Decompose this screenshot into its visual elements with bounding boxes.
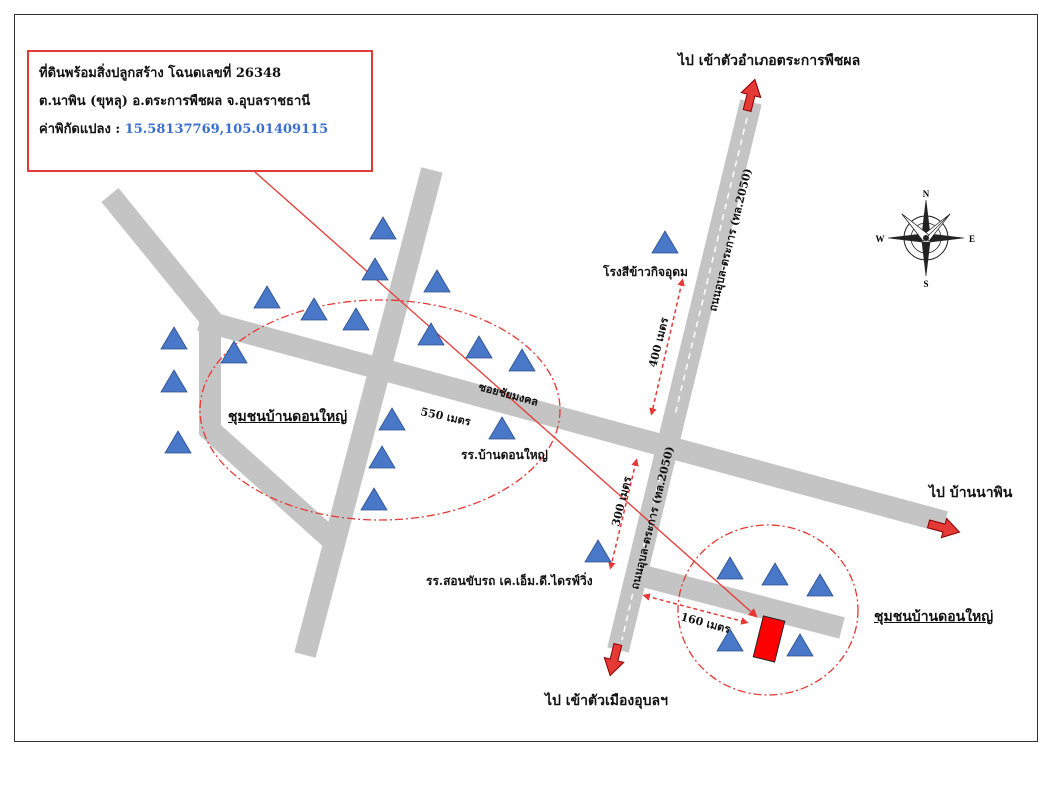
distance-300-line xyxy=(608,458,639,570)
building-icon xyxy=(360,487,388,511)
distance-markers xyxy=(608,278,749,625)
distance-400-line xyxy=(649,278,685,416)
label-community-left: ชุมชนบ้านดอนใหญ่ xyxy=(228,409,348,425)
building-icon xyxy=(368,445,396,469)
building-icon xyxy=(220,340,248,364)
label-to-city: ไป เข้าตัวเมืองอุบลฯ xyxy=(545,693,668,709)
info-coordinates-label: ค่าพิกัดแปลง : xyxy=(39,122,125,137)
info-coordinates: ค่าพิกัดแปลง : 15.58137769,105.01409115 xyxy=(39,118,371,146)
road-village-loop xyxy=(101,188,338,547)
building-icon xyxy=(160,369,188,393)
label-to-napin: ไป บ้านนาพิน xyxy=(929,485,1013,501)
info-location: ต.นาพิน (ขุหลุ) อ.ตระการพืชผล จ.อุบลราชธ… xyxy=(39,94,311,109)
distance-400-label: 400 เมตร xyxy=(646,316,671,369)
community-zone-left xyxy=(199,299,561,521)
map-frame xyxy=(14,14,1038,742)
arrow-east-icon xyxy=(926,517,961,539)
distance-300-label: 300 เมตร xyxy=(609,475,634,528)
label-driving-school: รร.สอนขับรถ เค.เอ็ม.ดี.ไดรฟ์วิ่ง xyxy=(426,574,593,588)
building-icon xyxy=(369,216,397,240)
label-school: รร.บ้านดอนใหญ่ xyxy=(461,448,548,462)
road-soi-chaimongkol xyxy=(197,309,948,533)
building-icon xyxy=(160,326,188,350)
highway-center-lines xyxy=(621,117,748,641)
property-info-box: ที่ดินพร้อมสิ่งปลูกสร้าง โฉนดเลขที่ 2634… xyxy=(27,50,373,172)
building-icon xyxy=(423,269,451,293)
compass-rose-icon: N S E W xyxy=(876,189,976,289)
building-icon xyxy=(342,307,370,331)
compass-s: S xyxy=(923,279,928,289)
building-icon xyxy=(806,573,834,597)
label-to-district: ไป เข้าตัวอำเภอตระการพืชผล xyxy=(678,53,861,69)
compass-n: N xyxy=(923,189,930,199)
direction-arrows xyxy=(603,78,961,677)
arrow-south-icon xyxy=(603,642,625,677)
building-icon xyxy=(786,633,814,657)
building-icon xyxy=(716,628,744,652)
building-markers xyxy=(160,216,834,657)
building-icon xyxy=(465,335,493,359)
compass-e: E xyxy=(969,234,975,244)
distance-160-label: 160 เมตร xyxy=(679,610,732,636)
building-icon xyxy=(651,230,679,254)
building-icon xyxy=(253,285,281,309)
land-plot-marker xyxy=(752,615,786,663)
building-icon xyxy=(378,407,406,431)
road-branch-east xyxy=(640,565,845,639)
building-icon xyxy=(508,348,536,372)
compass-w: W xyxy=(876,234,885,244)
pointer-line xyxy=(254,171,758,618)
building-icon xyxy=(361,257,389,281)
building-icon xyxy=(417,322,445,346)
label-community-right: ชุมชนบ้านดอนใหญ่ xyxy=(874,609,994,625)
building-icon xyxy=(488,416,516,440)
building-icon xyxy=(716,556,744,580)
roads xyxy=(101,99,948,658)
building-icon xyxy=(164,430,192,454)
label-rice-mill: โรงสีข้าวกิจอุดม xyxy=(603,265,688,279)
arrow-north-icon xyxy=(740,78,762,113)
building-icon xyxy=(584,539,612,563)
road-village-vertical xyxy=(294,167,443,658)
distance-550-label: 550 เมตร xyxy=(419,405,472,428)
building-icon xyxy=(761,562,789,586)
building-icon xyxy=(300,297,328,321)
info-title: ที่ดินพร้อมสิ่งปลูกสร้าง โฉนดเลขที่ 2634… xyxy=(39,66,282,81)
distance-160-line xyxy=(642,593,749,625)
info-coordinates-value: 15.58137769,105.01409115 xyxy=(124,122,329,137)
